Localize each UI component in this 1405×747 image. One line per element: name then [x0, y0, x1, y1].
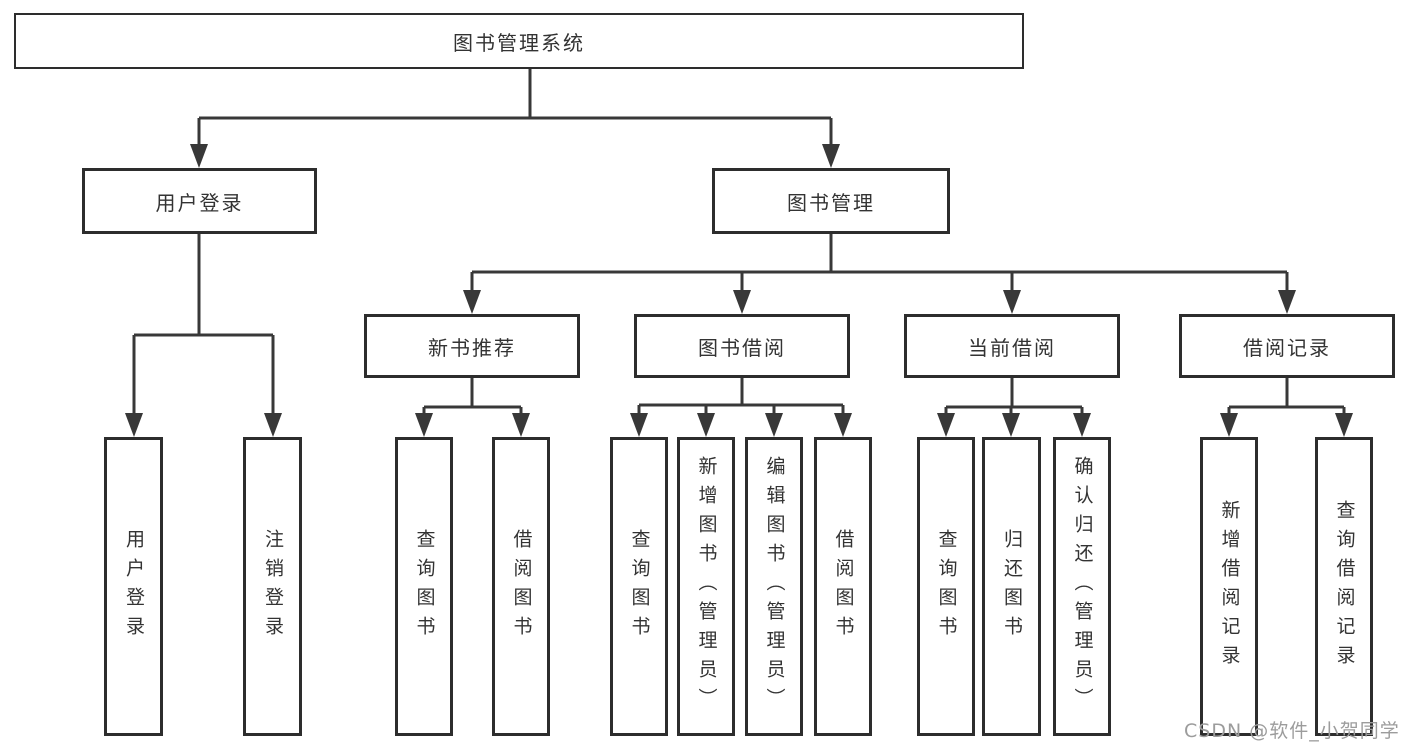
leaf-user-login: 用户登录 [104, 437, 163, 736]
leaf-borrow-books-2: 借阅图书 [814, 437, 872, 736]
arrowhead-icon [1278, 290, 1296, 314]
leaf-query-books-3: 查询图书 [917, 437, 975, 736]
arrowhead-icon [937, 413, 955, 437]
arrowhead-icon [264, 413, 282, 437]
arrowhead-icon [630, 413, 648, 437]
arrowhead-icon [1002, 413, 1020, 437]
arrowhead-icon [125, 413, 143, 437]
leaf-borrow-books-1: 借阅图书 [492, 437, 550, 736]
arrowhead-icon [697, 413, 715, 437]
arrowhead-icon [1335, 413, 1353, 437]
arrowhead-icon [822, 144, 840, 168]
arrowhead-icon [463, 290, 481, 314]
leaf-logout: 注销登录 [243, 437, 302, 736]
node-user-login: 用户登录 [82, 168, 317, 234]
node-current-borrowing: 当前借阅 [904, 314, 1120, 378]
leaf-query-books-1: 查询图书 [395, 437, 453, 736]
arrowhead-icon [512, 413, 530, 437]
arrowhead-icon [190, 144, 208, 168]
arrowhead-icon [1220, 413, 1238, 437]
arrowhead-icon [733, 290, 751, 314]
arrowhead-icon [1003, 290, 1021, 314]
node-borrowing-records: 借阅记录 [1179, 314, 1395, 378]
leaf-add-books-admin: 新增图书（管理员） [677, 437, 735, 736]
arrowhead-icon [415, 413, 433, 437]
leaf-confirm-return-admin: 确认归还（管理员） [1053, 437, 1111, 736]
arrowhead-icon [1073, 413, 1091, 437]
leaf-query-borrow-record: 查询借阅记录 [1315, 437, 1373, 736]
csdn-watermark: CSDN @软件_小贺同学 [1184, 720, 1400, 742]
node-book-management: 图书管理 [712, 168, 950, 234]
leaf-edit-books-admin: 编辑图书（管理员） [745, 437, 803, 736]
arrowhead-icon [765, 413, 783, 437]
arrowhead-icon [834, 413, 852, 437]
leaf-add-borrow-record: 新增借阅记录 [1200, 437, 1258, 736]
node-library-management-system: 图书管理系统 [14, 13, 1024, 69]
leaf-return-books: 归还图书 [982, 437, 1041, 736]
node-new-book-recommend: 新书推荐 [364, 314, 580, 378]
leaf-query-books-2: 查询图书 [610, 437, 668, 736]
node-book-borrowing: 图书借阅 [634, 314, 850, 378]
